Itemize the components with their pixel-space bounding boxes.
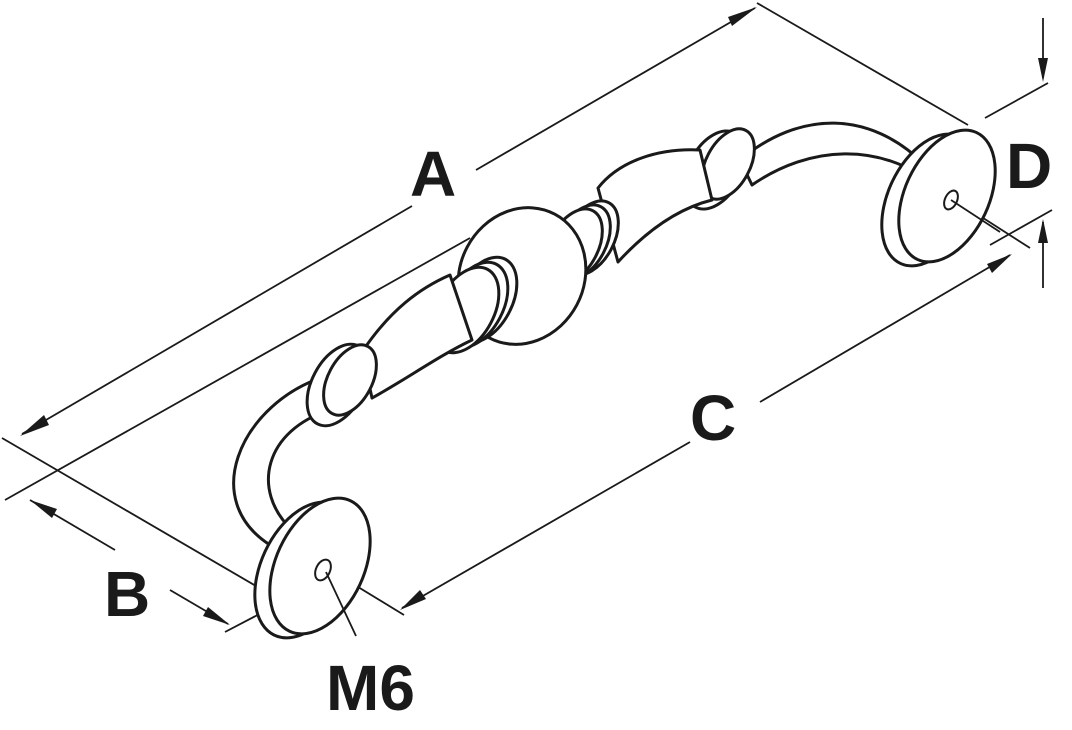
arrowhead-a-right	[728, 7, 757, 26]
dimension-a	[4, 2, 969, 501]
cabinet-handle	[232, 121, 997, 640]
arrowhead-b-upper	[30, 500, 57, 518]
dimension-line-a-upper	[475, 7, 756, 171]
arrowhead-c-left	[400, 590, 426, 610]
arrowhead-c-right	[987, 254, 1012, 273]
left-baluster	[360, 273, 474, 400]
label-a: A	[410, 138, 456, 210]
dimension-line-a-lower	[21, 205, 413, 435]
left-rosette	[253, 496, 372, 640]
arrowhead-a-left	[20, 415, 49, 436]
right-rosette	[880, 128, 997, 268]
left-thread-hole	[314, 558, 332, 582]
dimension-line-c-upper	[759, 254, 1011, 403]
thread-leader-line	[325, 571, 357, 637]
arrowhead-b-lower	[203, 607, 230, 625]
label-b: B	[104, 558, 150, 630]
extension-line-d-lower	[989, 209, 1053, 246]
right-baluster	[596, 148, 714, 264]
extension-line-b	[1, 437, 281, 601]
label-d: D	[1006, 130, 1052, 202]
dimension-c	[321, 199, 1031, 616]
dimension-line-c-lower	[401, 441, 691, 609]
extension-line-a-left	[4, 237, 471, 501]
label-thread-size: M6	[326, 652, 415, 724]
dimension-d	[984, 18, 1053, 288]
hole-axis-right	[950, 199, 1001, 233]
extension-line-a-right	[756, 2, 969, 126]
arrowhead-d-bottom	[1038, 219, 1048, 243]
extension-line-d-upper	[984, 82, 1049, 119]
left-collar	[305, 342, 378, 428]
arrowhead-d-top	[1038, 58, 1048, 82]
label-c: C	[690, 382, 736, 454]
